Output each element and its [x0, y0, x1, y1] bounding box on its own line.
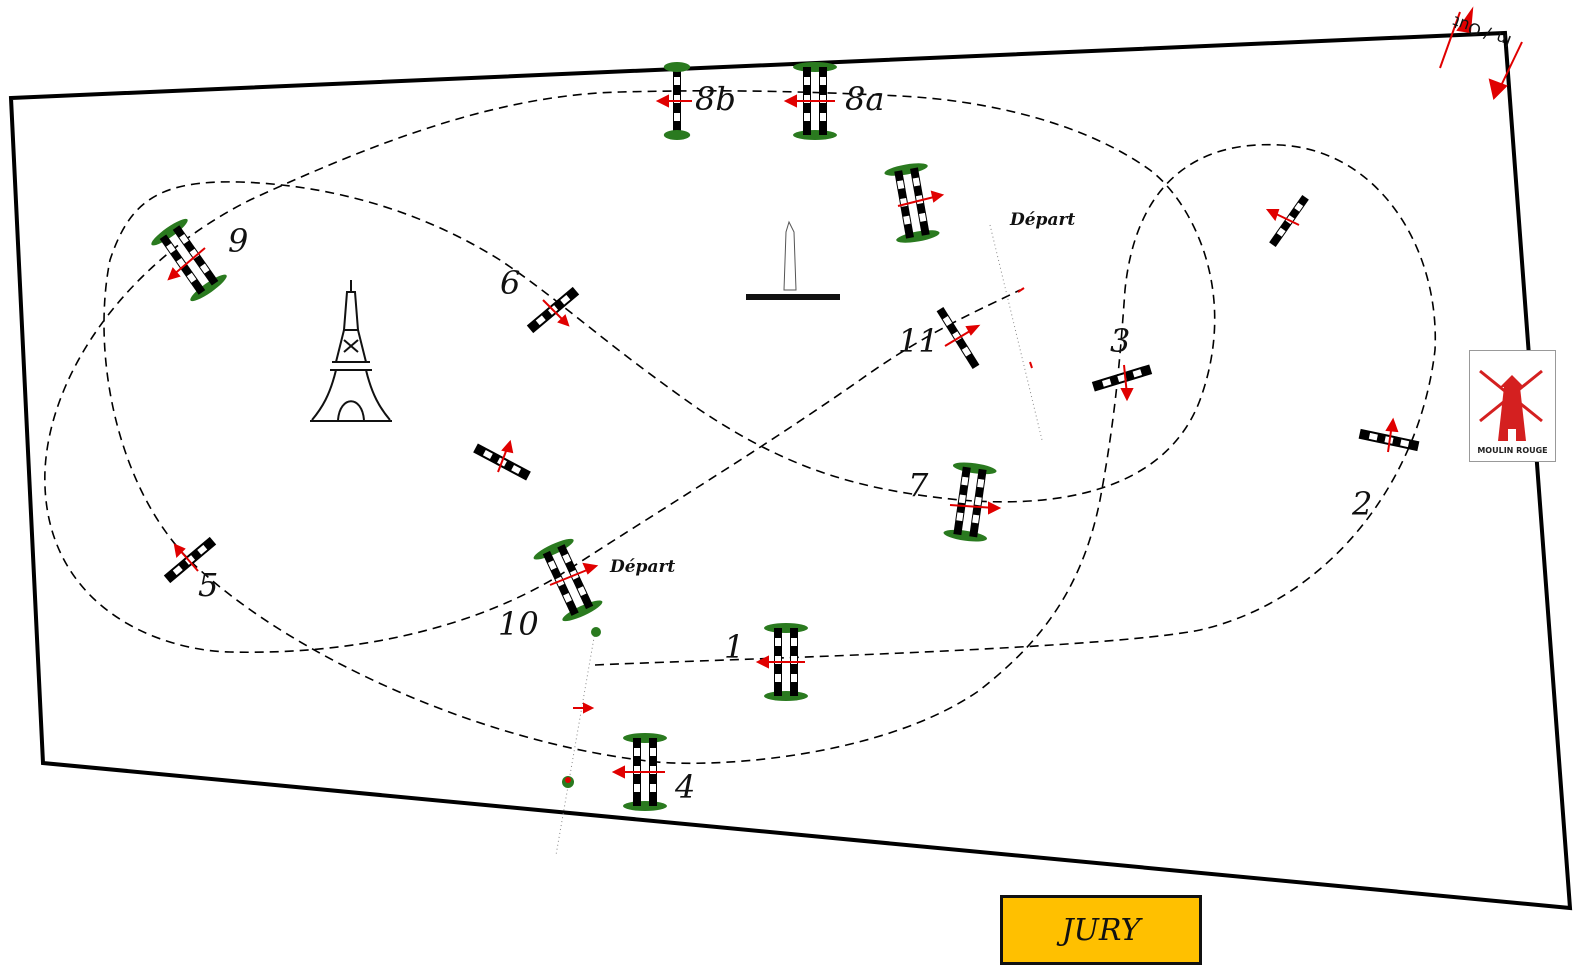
obelisk-icon	[746, 220, 840, 300]
fence-number-3: 3	[1110, 322, 1130, 360]
fence-number-10: 10	[498, 605, 539, 643]
fence-number-2: 2	[1351, 485, 1372, 523]
fence-number-11: 11	[898, 322, 939, 360]
start-line	[555, 224, 1043, 856]
arena-border	[8, 30, 1573, 911]
moulin-rouge-label: MOULIN ROUGE	[1477, 446, 1548, 455]
fence-number-7: 7	[908, 466, 929, 504]
fence-number-4: 4	[674, 768, 695, 806]
fence-number-8a: 8a	[845, 80, 884, 118]
eiffel-tower-icon	[310, 280, 392, 422]
depart-label-top: Départ	[1009, 210, 1075, 230]
windmill-icon	[1479, 369, 1543, 441]
fence-number-6: 6	[500, 264, 520, 302]
fence-3	[1091, 364, 1153, 392]
direction-arrows	[167, 6, 1523, 779]
fence-number-8b: 8b	[695, 80, 736, 118]
fence-10	[532, 535, 605, 624]
start-marker	[591, 627, 601, 637]
svg-text:In: In	[1493, 28, 1513, 51]
course-path	[44, 90, 1437, 765]
fence-number-1: 1	[724, 628, 744, 666]
depart-label-bottom: Départ	[609, 557, 675, 577]
moulin-rouge-icon: MOULIN ROUGE	[1469, 350, 1556, 462]
fence-number-9: 9	[228, 222, 248, 260]
in-out-label: In / Out	[1450, 12, 1514, 51]
jury-box: JURY	[1000, 895, 1202, 965]
fence-number-5: 5	[198, 566, 218, 604]
